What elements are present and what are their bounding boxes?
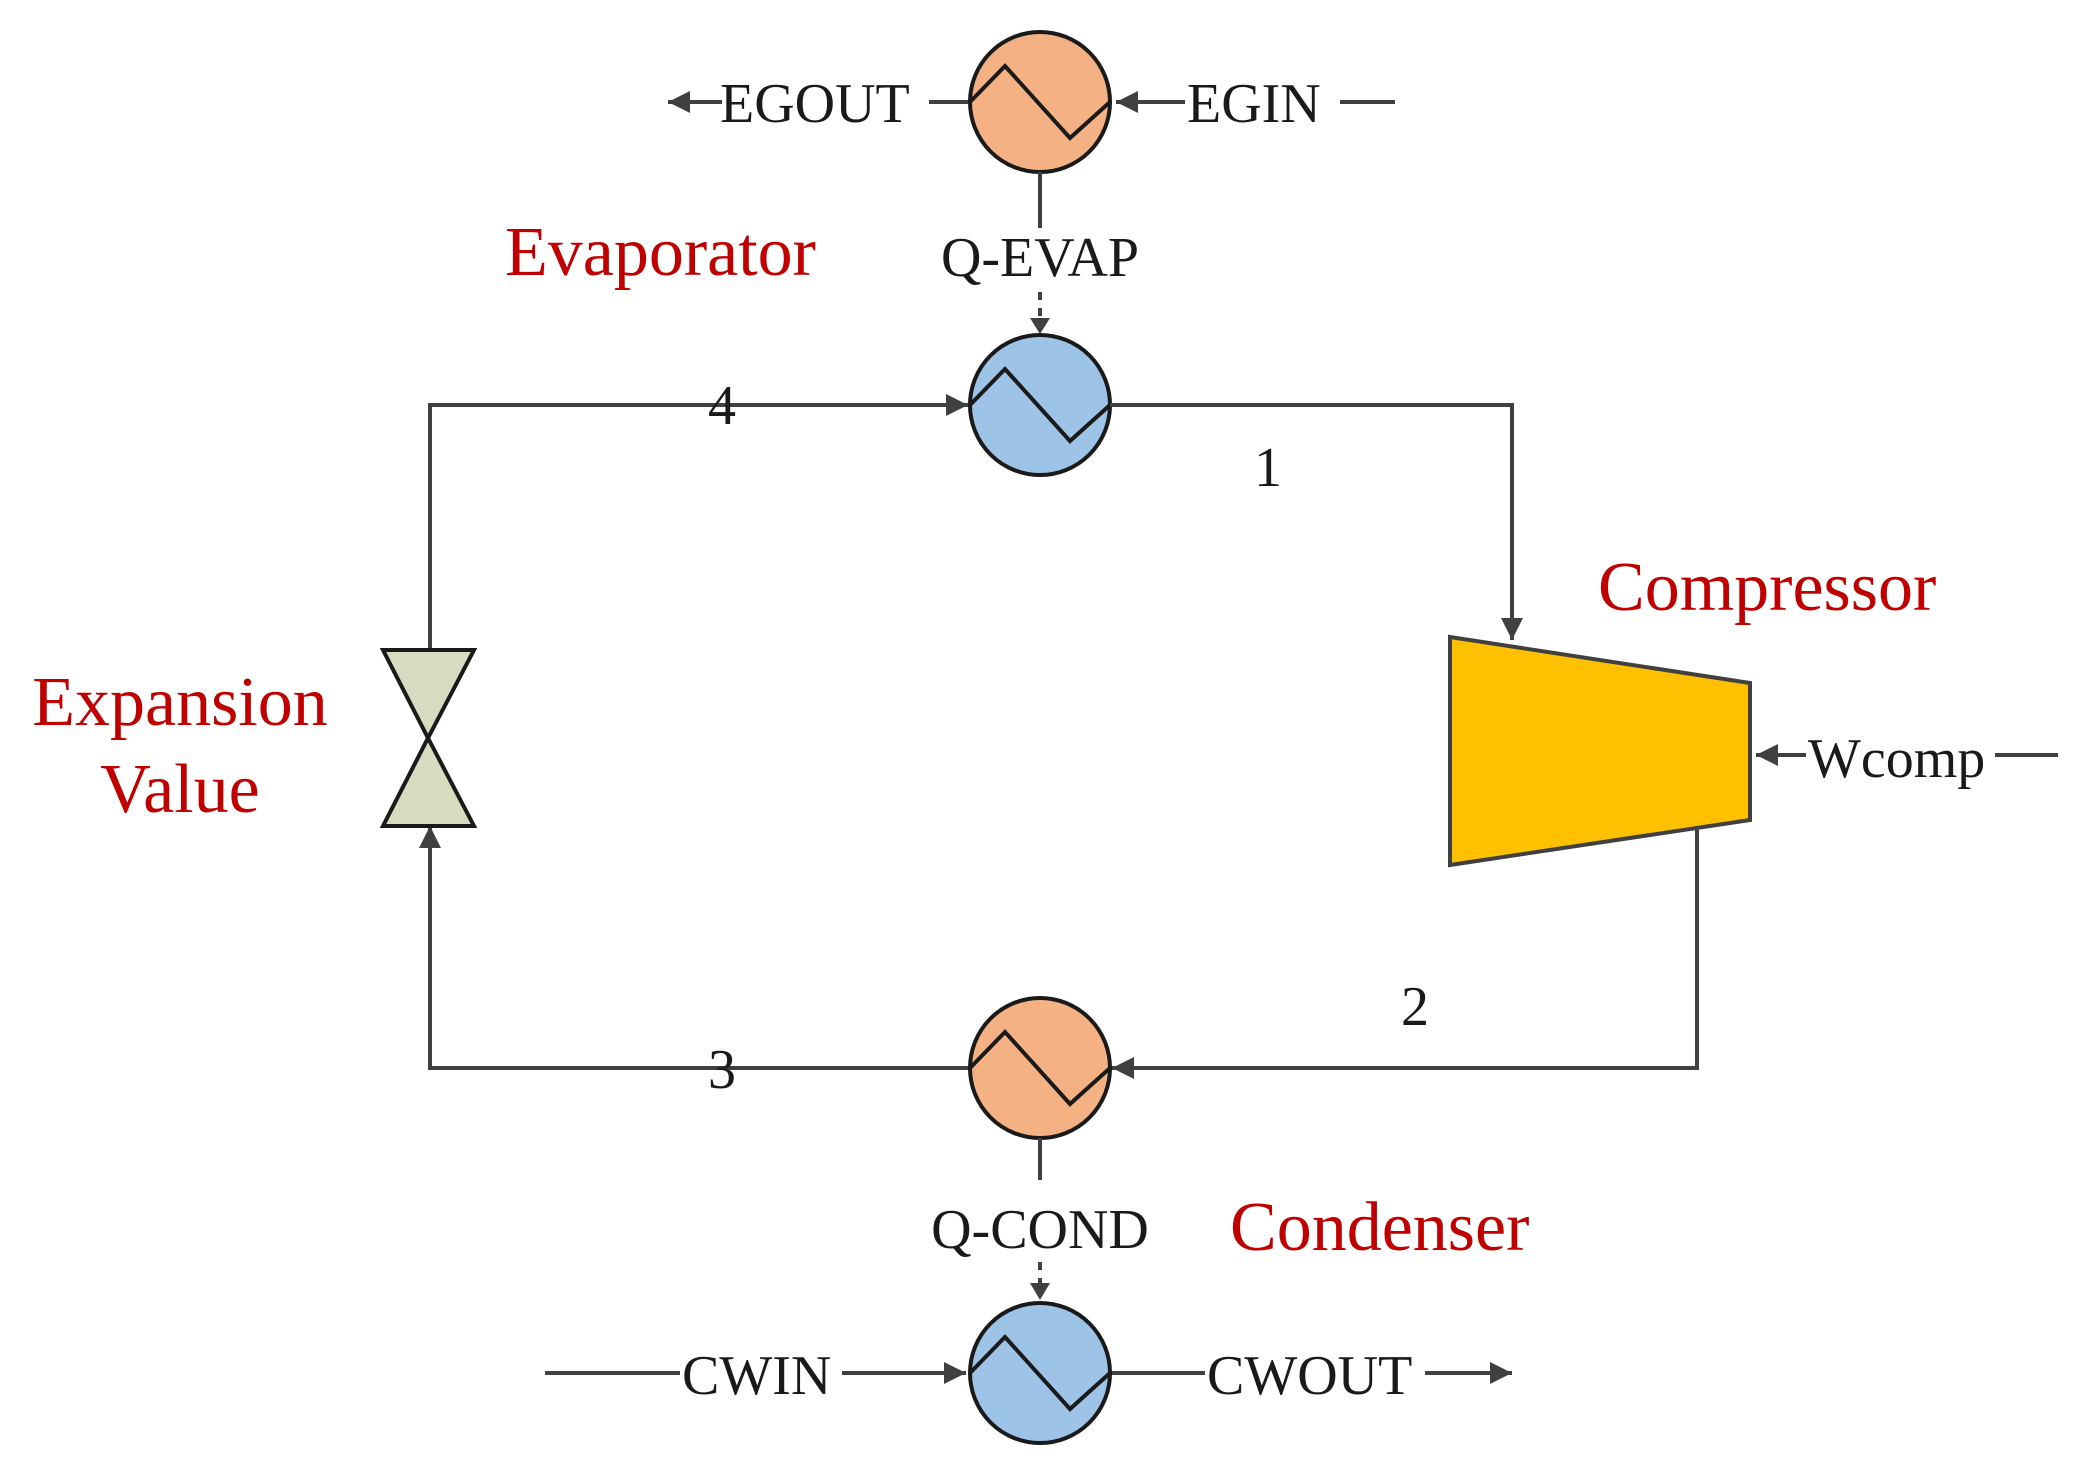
q-evap-arrowhead <box>1030 318 1050 334</box>
cwin-label: CWIN <box>682 1345 831 1407</box>
exhaust-gas-stream: EGIN EGOUT <box>668 73 1395 135</box>
cooling-water-stream: CWIN CWOUT <box>545 1345 1512 1407</box>
cwout-label: CWOUT <box>1207 1345 1412 1407</box>
compressor <box>1448 634 1752 868</box>
evaporator <box>968 333 1112 477</box>
condenser-zigzag <box>968 1029 1112 1107</box>
evaporator-zigzag <box>968 366 1112 444</box>
q-cond-label: Q-COND <box>931 1199 1149 1261</box>
condenser <box>968 996 1112 1140</box>
state-4-label: 4 <box>708 375 736 437</box>
egout-label: EGOUT <box>720 73 910 135</box>
state-3-label: 3 <box>708 1039 736 1101</box>
q-cond-arrowhead <box>1030 1283 1050 1300</box>
expansion-valve <box>379 648 478 828</box>
egin-label: EGIN <box>1187 73 1321 135</box>
line-state-2 <box>1112 830 1699 1079</box>
line-state-1 <box>1110 403 1523 640</box>
expansion-title-line1: Expansion <box>32 664 328 741</box>
line-state-4 <box>428 394 968 650</box>
compressor-title: Compressor <box>1598 549 1936 626</box>
wcomp-label: Wcomp <box>1808 728 1985 790</box>
hx-cooling-water-zigzag <box>968 1334 1112 1412</box>
state-1-label: 1 <box>1254 437 1282 499</box>
hx-exhaust-gas <box>968 30 1112 174</box>
q-evap-label: Q-EVAP <box>941 227 1139 289</box>
hx-exhaust-gas-zigzag <box>968 63 1112 141</box>
expansion-valve-top <box>379 648 478 743</box>
hx-cooling-water <box>968 1301 1112 1445</box>
evaporator-title: Evaporator <box>505 214 816 291</box>
refrigerant-loop <box>419 394 1699 1079</box>
line-state-3 <box>419 826 970 1070</box>
state-2-label: 2 <box>1401 976 1429 1038</box>
expansion-valve-bottom <box>379 733 478 828</box>
condenser-title: Condenser <box>1230 1189 1529 1266</box>
expansion-title-line2: Value <box>100 751 259 828</box>
